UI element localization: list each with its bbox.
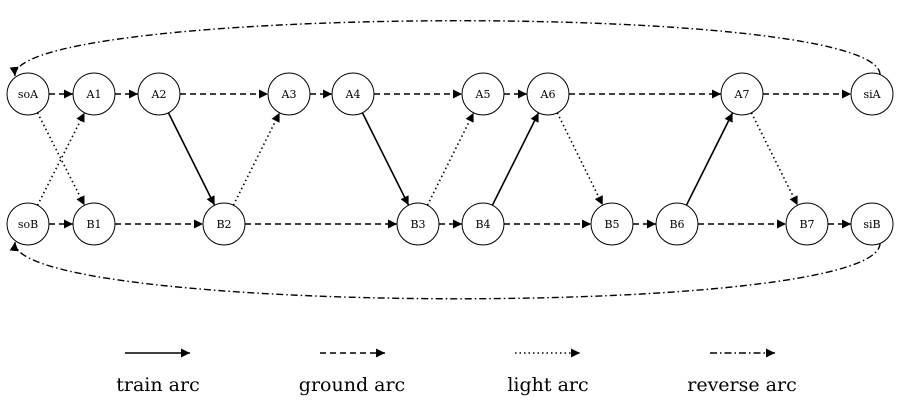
node-A3: A3	[267, 72, 311, 116]
node-label: B3	[410, 218, 425, 231]
legend-ground-label: ground arc	[299, 374, 405, 396]
train-arc-A4-B3	[361, 112, 410, 206]
legend-light-label: light arc	[507, 374, 588, 396]
node-label: B2	[216, 218, 231, 231]
node-circle	[331, 72, 375, 116]
node-label: soA	[18, 88, 39, 101]
node-label: A7	[734, 88, 750, 101]
node-label: soB	[18, 218, 38, 231]
node-A6: A6	[526, 72, 570, 116]
legend-reverse-label: reverse arc	[687, 374, 796, 396]
node-circle	[72, 202, 116, 246]
light-arc-soB-A1	[36, 112, 86, 206]
node-label: A3	[281, 88, 297, 101]
node-label: B7	[799, 218, 814, 231]
reverse-arc-siB-soB	[9, 241, 881, 300]
node-label: A4	[345, 88, 361, 101]
node-circle	[850, 72, 894, 116]
node-circle	[590, 202, 634, 246]
node-label: B5	[604, 218, 619, 231]
node-circle	[655, 202, 699, 246]
node-label: B6	[669, 218, 684, 231]
node-circle	[720, 72, 764, 116]
node-B6: B6	[655, 202, 699, 246]
edges	[9, 20, 881, 300]
node-A7: A7	[720, 72, 764, 116]
node-soB: soB	[6, 202, 50, 246]
node-A4: A4	[331, 72, 375, 116]
node-A2: A2	[137, 72, 181, 116]
light-arc-B2-A3	[232, 112, 281, 206]
light-arc-A7-B7	[750, 112, 799, 206]
node-soA: soA	[6, 72, 50, 116]
node-circle	[850, 202, 894, 246]
node-circle	[461, 72, 505, 116]
light-arc-B3-A5	[426, 112, 475, 206]
legend: train arc ground arc light arc reverse a…	[116, 348, 797, 396]
node-label: siA	[863, 88, 881, 101]
node-label: A5	[475, 88, 491, 101]
train-arc-B4-A6	[491, 112, 540, 206]
light-arc-soA-B1	[36, 112, 86, 206]
node-B3: B3	[396, 202, 440, 246]
node-B5: B5	[590, 202, 634, 246]
node-B1: B1	[72, 202, 116, 246]
node-circle	[137, 72, 181, 116]
node-A5: A5	[461, 72, 505, 116]
legend-train-label: train arc	[116, 374, 199, 396]
train-arc-A2-B2	[167, 112, 216, 206]
node-circle	[526, 72, 570, 116]
nodes: soA A1 A2 A3 A4 A5 A6 A7 siA soB B1 B2 B3 B4 B5 B6 B7 siB	[6, 72, 894, 246]
node-label: siB	[863, 218, 880, 231]
node-circle	[461, 202, 505, 246]
node-B2: B2	[202, 202, 246, 246]
node-circle	[396, 202, 440, 246]
node-label: A2	[151, 88, 167, 101]
node-circle	[202, 202, 246, 246]
node-siB: siB	[850, 202, 894, 246]
node-circle	[6, 202, 50, 246]
node-label: B1	[86, 218, 101, 231]
reverse-arc-siA-soA	[9, 20, 881, 77]
node-A1: A1	[72, 72, 116, 116]
train-arc-B6-A7	[685, 112, 734, 206]
node-B4: B4	[461, 202, 505, 246]
node-label: A1	[86, 88, 102, 101]
node-circle	[267, 72, 311, 116]
node-siA: siA	[850, 72, 894, 116]
node-label: A6	[540, 88, 556, 101]
node-B7: B7	[785, 202, 829, 246]
node-label: B4	[475, 218, 490, 231]
light-arc-A6-B5	[556, 112, 604, 206]
node-circle	[785, 202, 829, 246]
node-circle	[6, 72, 50, 116]
node-circle	[72, 72, 116, 116]
